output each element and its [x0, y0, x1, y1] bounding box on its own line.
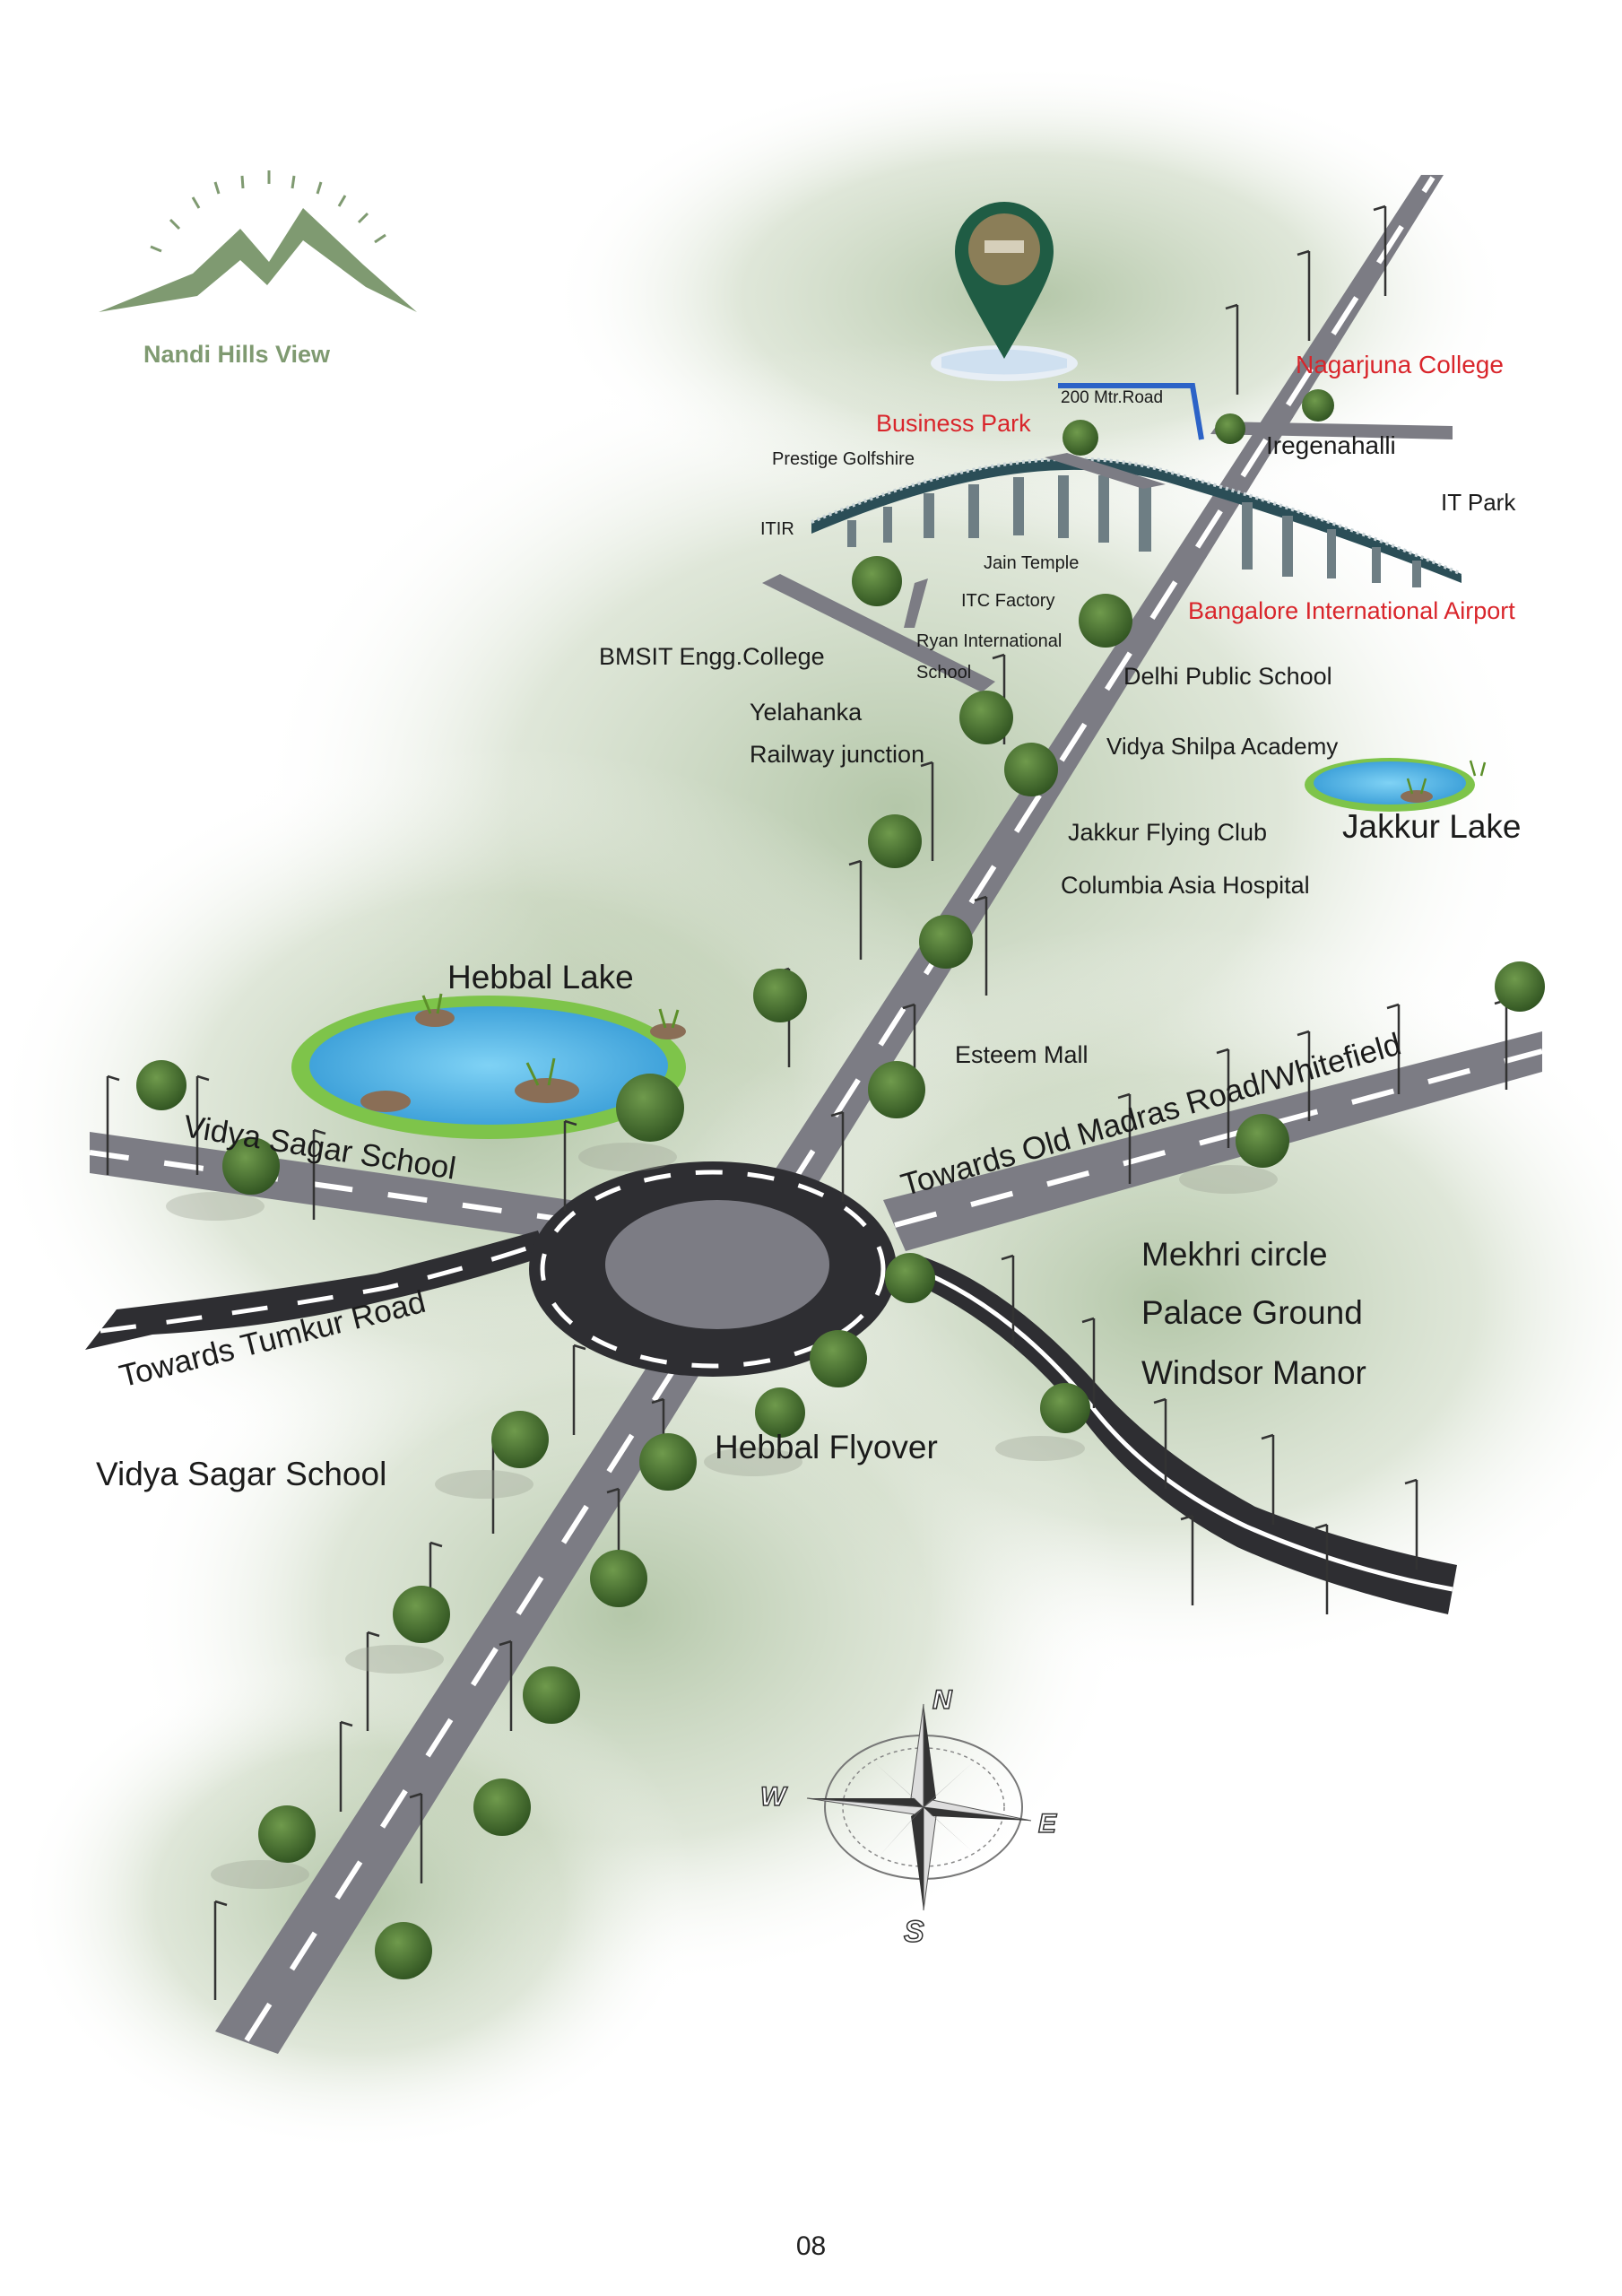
compass-e: E: [1038, 1809, 1057, 1839]
trees: [136, 389, 1545, 1979]
label-windsor-manor: Windsor Manor: [1141, 1354, 1366, 1391]
label-yelahanka-2: Railway junction: [750, 741, 925, 768]
label-200-mtr-road: 200 Mtr.Road: [1061, 388, 1164, 407]
southeast-road: [892, 1254, 1457, 1614]
label-columbia-asia: Columbia Asia Hospital: [1061, 872, 1310, 899]
label-itir: ITIR: [760, 519, 794, 539]
label-bmsit: BMSIT Engg.College: [599, 643, 825, 670]
label-hebbal-lake: Hebbal Lake: [447, 959, 634, 996]
label-business-park: Business Park: [876, 410, 1031, 437]
label-jakkur-lake: Jakkur Lake: [1342, 808, 1522, 845]
tree-shadows: [166, 1143, 1278, 1889]
label-it-park: IT Park: [1441, 489, 1516, 516]
label-prestige-golfshire: Prestige Golfshire: [772, 449, 915, 469]
label-palace-ground: Palace Ground: [1141, 1294, 1363, 1331]
label-vidya-sagar-school: Vidya Sagar School: [96, 1456, 387, 1492]
label-airport: Bangalore International Airport: [1188, 597, 1515, 624]
label-ryan-1: Ryan International: [916, 631, 1063, 651]
location-pin-icon: [931, 202, 1078, 381]
compass-icon: N E S W: [759, 1684, 1058, 1950]
label-iregenahalli: Iregenahalli: [1266, 431, 1396, 459]
label-jakkur-flying-club: Jakkur Flying Club: [1068, 819, 1268, 846]
compass-s: S: [904, 1915, 924, 1949]
logo-text: Nandi Hills View: [143, 341, 331, 368]
label-jain-temple: Jain Temple: [984, 553, 1080, 573]
hebbal-roundabout: [529, 1161, 897, 1377]
page-number: 08: [795, 2231, 827, 2261]
airport-flyover: [811, 453, 1462, 587]
compass-n: N: [932, 1685, 953, 1715]
jakkur-lake-icon: [1305, 758, 1487, 812]
east-road: [883, 1031, 1543, 1251]
hebbal-lake-icon: [291, 993, 686, 1139]
compass-w: W: [760, 1782, 788, 1812]
label-hebbal-flyover: Hebbal Flyover: [715, 1429, 938, 1465]
label-nagarjuna-college: Nagarjuna College: [1296, 351, 1504, 378]
tumkur-road: [85, 1231, 547, 1350]
west-road: [89, 1132, 583, 1242]
main-highway: [215, 175, 1444, 2054]
label-itc-factory: ITC Factory: [961, 591, 1055, 611]
label-ryan-2: School: [916, 663, 972, 683]
label-esteem-mall: Esteem Mall: [955, 1041, 1089, 1068]
label-mekhri-circle: Mekhri circle: [1141, 1236, 1328, 1273]
mountain-logo-icon: [99, 170, 417, 312]
label-vidya-shilpa: Vidya Shilpa Academy: [1106, 733, 1339, 760]
label-yelahanka-1: Yelahanka: [750, 699, 863, 726]
label-dps: Delhi Public School: [1123, 663, 1332, 690]
